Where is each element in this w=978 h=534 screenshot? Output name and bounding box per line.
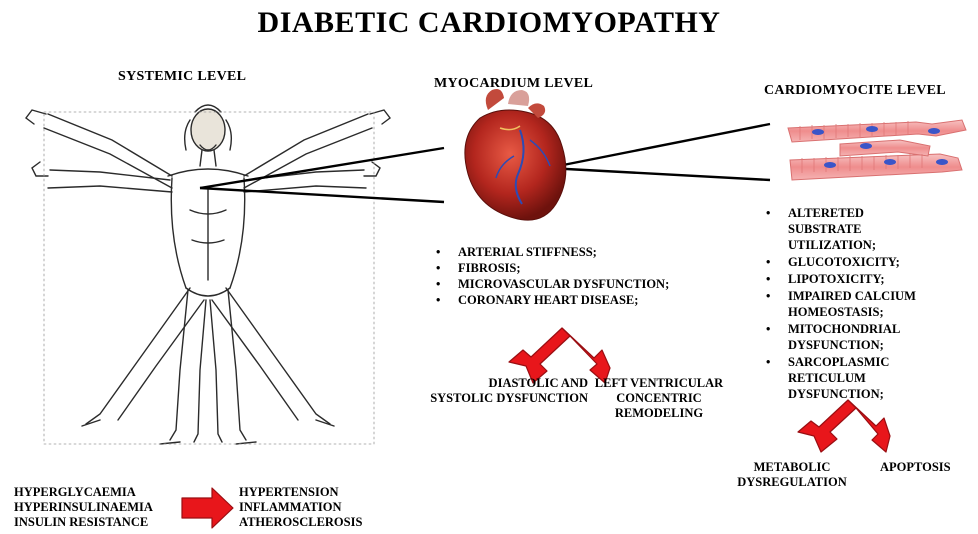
list-item: ARTERIAL STIFFNESS; xyxy=(432,244,732,260)
diastolic-systolic-dysfunction-label: DIASTOLIC AND SYSTOLIC DYSFUNCTION xyxy=(398,376,588,406)
systemic-causes-list: HYPERGLYCAEMIA HYPERINSULINAEMIA INSULIN… xyxy=(14,485,153,530)
page-title: DIABETIC CARDIOMYOPATHY xyxy=(0,6,978,40)
myocardium-level-heading: MYOCARDIUM LEVEL xyxy=(434,76,593,92)
list-item: GLUCOTOXICITY; xyxy=(762,254,972,270)
list-item: CORONARY HEART DISEASE; xyxy=(432,292,732,308)
vitruvian-man-illustration xyxy=(26,105,390,444)
heart-illustration xyxy=(465,89,566,220)
myocardium-factors-list: ARTERIAL STIFFNESS; FIBROSIS; MICROVASCU… xyxy=(432,244,732,308)
list-item: SARCOPLASMIC RETICULUM DYSFUNCTION; xyxy=(762,354,972,402)
left-ventricular-remodeling-label: LEFT VENTRICULAR CONCENTRIC REMODELING xyxy=(582,376,736,421)
metabolic-dysregulation-label: METABOLIC DYSREGULATION xyxy=(722,460,862,490)
cardiomyocite-level-heading: CARDIOMYOCITE LEVEL xyxy=(764,83,946,99)
red-arrow-icon xyxy=(182,488,233,528)
list-item: ALTERETED SUBSTRATE UTILIZATION; xyxy=(762,205,972,253)
list-item: MITOCHONDRIAL DYSFUNCTION; xyxy=(762,321,972,353)
split-arrow-icon xyxy=(509,328,610,383)
cardiomyocyte-fiber-illustration xyxy=(788,120,966,180)
list-item: MICROVASCULAR DYSFUNCTION; xyxy=(432,276,732,292)
apoptosis-label: APOPTOSIS xyxy=(880,460,951,475)
list-item: LIPOTOXICITY; xyxy=(762,271,972,287)
split-arrow-icon xyxy=(798,400,890,452)
systemic-level-heading: SYSTEMIC LEVEL xyxy=(118,69,246,85)
systemic-effects-list: HYPERTENSION INFLAMMATION ATHEROSCLEROSI… xyxy=(239,485,362,530)
list-item: IMPAIRED CALCIUM HOMEOSTASIS; xyxy=(762,288,972,320)
list-item: FIBROSIS; xyxy=(432,260,732,276)
cardiomyocite-factors-list: ALTERETED SUBSTRATE UTILIZATION; GLUCOTO… xyxy=(762,205,972,403)
